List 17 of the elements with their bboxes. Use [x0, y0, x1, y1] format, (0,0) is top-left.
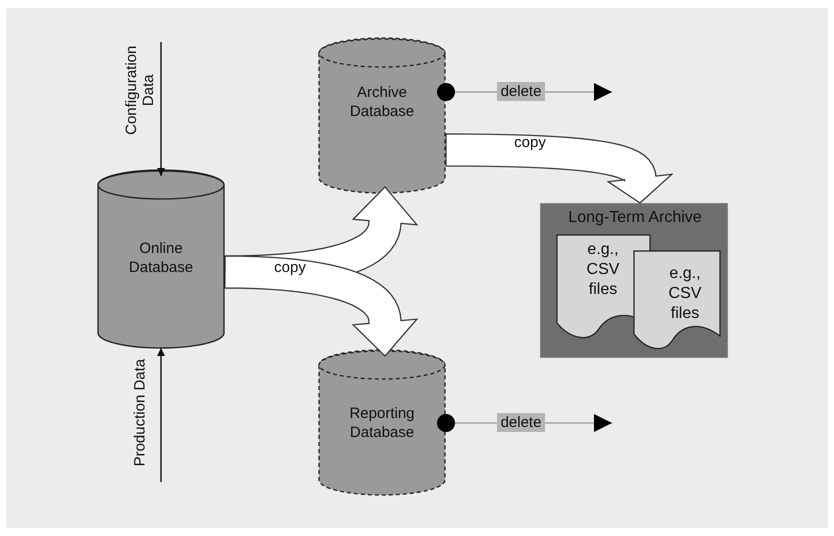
broad-arrow [224, 255, 418, 357]
edge-label: copy [513, 134, 547, 152]
edge-label: Configuration Data [122, 44, 158, 137]
edge-label: delete [496, 82, 546, 102]
document-label: e.g., CSV files [586, 240, 620, 300]
database-label: Archive Database [348, 84, 416, 122]
broad-arrow [445, 133, 674, 204]
database-label: Online Database [128, 240, 194, 278]
archive-panel [540, 203, 728, 358]
arrow [157, 42, 165, 176]
document-label: e.g., CSV files [668, 264, 702, 324]
arrow [157, 348, 165, 482]
edge-label: Production Data [131, 358, 149, 468]
edge-label: delete [496, 413, 546, 432]
panel-heading: Long-Term Archive [567, 208, 703, 228]
edge-label: copy [273, 259, 307, 276]
database-label: Reporting Database [348, 405, 416, 442]
